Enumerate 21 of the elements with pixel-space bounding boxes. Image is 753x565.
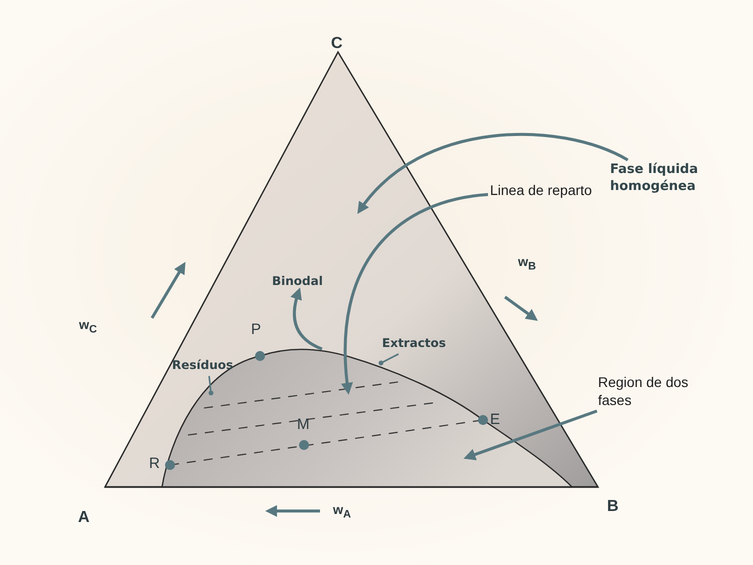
callout-text: Extractos [382,336,454,352]
callout-text: Region de dos fases [598,373,708,410]
point-label: w$_{C}$ [79,318,97,336]
point-label: B [607,499,619,515]
arrow [463,410,598,460]
point-label: w$_{B}$ [518,255,536,272]
arrow [341,193,488,395]
point-label: R [149,456,160,471]
arrow [357,132,628,214]
arrow [290,287,323,350]
callout-text: Binodal [272,274,332,290]
point-label: P [251,322,262,337]
callout-text: Fase líquida homogénea [610,162,710,196]
leader-line [208,376,214,396]
callout-text: Resíduos [172,358,244,374]
point-label: E [490,412,500,427]
point-label: C [331,36,343,52]
leader-line [378,353,399,366]
point-label: w$_{A}$ [333,503,351,520]
point-label: M [297,417,310,432]
point-label: A [78,510,90,526]
